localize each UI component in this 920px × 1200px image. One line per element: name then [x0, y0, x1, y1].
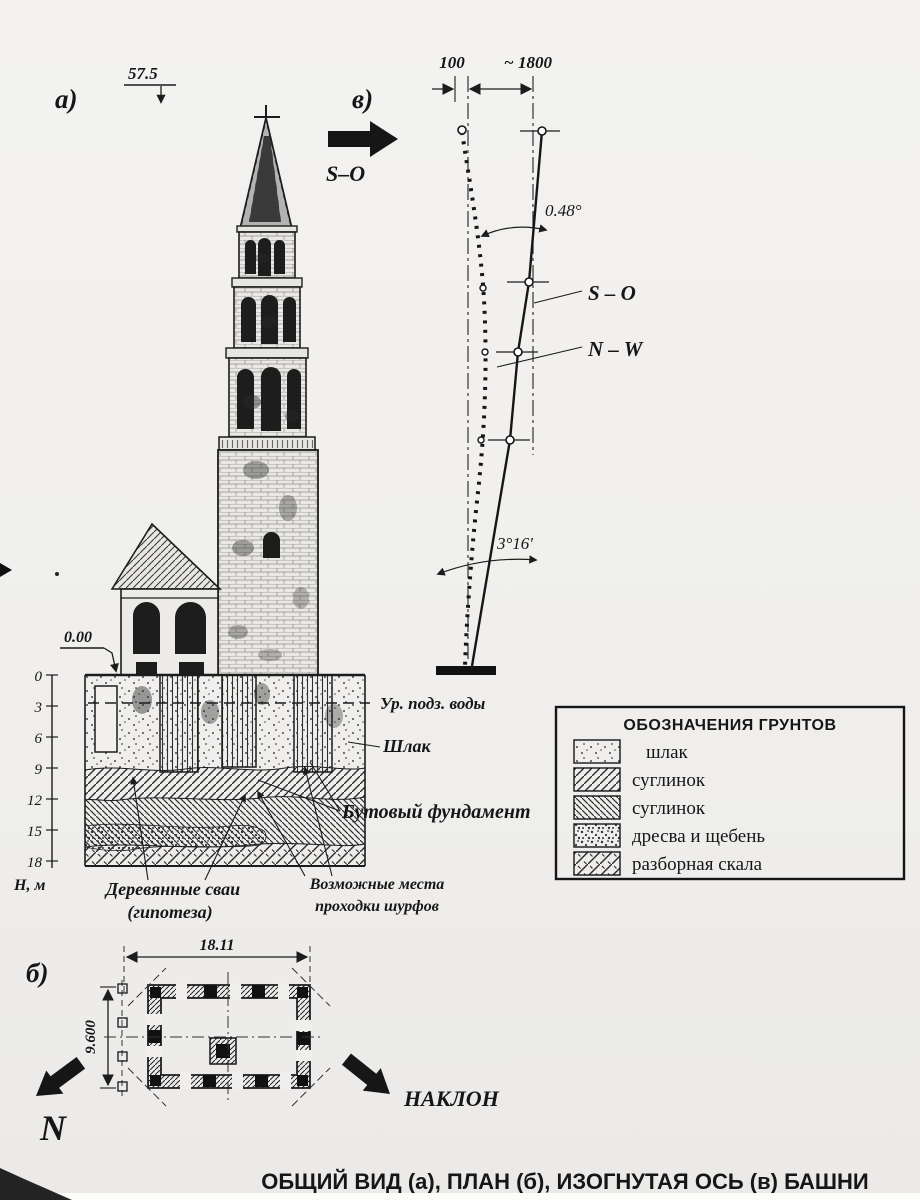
plan-panel: б) 18.11 9.600	[26, 937, 500, 1148]
pits-label-line1: Возможные места	[309, 876, 445, 893]
axis-line-so	[470, 130, 544, 667]
tilt-label: НАКЛОН	[403, 1086, 500, 1111]
zero-level-value: 0.00	[64, 629, 92, 646]
scan-bottom-strip	[0, 1193, 920, 1200]
depth-tick-9: 9	[35, 762, 43, 778]
panel-a-label: а)	[55, 84, 78, 114]
depth-tick-18: 18	[27, 855, 43, 871]
plan-walls	[146, 983, 312, 1089]
bent-axis-panel: в) 100 ~ 1800	[352, 53, 644, 675]
north-label: N	[39, 1108, 68, 1148]
axis-top-dimensions: 100 ~ 1800	[432, 53, 552, 660]
legend-label-rock: разборная скала	[632, 854, 763, 875]
plan-width-value: 18.11	[199, 937, 234, 954]
angle-bottom-value: 3°16′	[496, 534, 533, 553]
legend-label-slag: шлак	[646, 742, 689, 763]
height-mark: 57.5	[124, 64, 176, 104]
pits-label-line2: проходки шурфов	[315, 898, 439, 915]
legend-row-loam2: суглинок	[573, 795, 706, 820]
dim-1800: ~ 1800	[504, 53, 552, 72]
height-mark-value: 57.5	[128, 64, 158, 83]
legend-row-rock: разборная скала	[573, 851, 763, 876]
scan-speck	[55, 572, 59, 576]
foundation-label: Бутовый фундамент	[341, 801, 531, 823]
axis-line-labels: S – O N – W	[496, 281, 644, 368]
tilt-arrow: НАКЛОН	[341, 1053, 500, 1111]
legend-box	[554, 705, 906, 881]
plan-pilaster-squares	[117, 983, 128, 1092]
tower-spire	[238, 105, 294, 230]
groundwater-label: Ур. подз. воды	[380, 694, 486, 713]
layer-loam-1	[85, 766, 365, 801]
angle-top-value: 0.48°	[545, 201, 582, 220]
axis-label-so: S – O	[588, 281, 636, 305]
piles-label-line1: Деревянные сваи	[104, 879, 240, 899]
depth-tick-3: 3	[34, 700, 43, 716]
tower-elevation	[110, 105, 319, 676]
scan-edge-mark	[0, 563, 12, 577]
plan-depth-value: 9.600	[83, 1020, 99, 1054]
soil-legend: ОБОЗНАЧЕНИЯ ГРУНТОВ шлак суглинок суглин…	[554, 705, 906, 881]
depth-tick-6: 6	[35, 731, 43, 747]
figure-caption: ОБЩИЙ ВИД (а), ПЛАН (б), ИЗОГНУТАЯ ОСЬ (…	[261, 1169, 869, 1194]
masonry-blotches	[228, 253, 309, 661]
panel-b-label: б)	[26, 958, 48, 988]
tower-cornice-2	[225, 347, 309, 359]
axis-angle-bottom: 3°16′	[436, 534, 538, 576]
depth-tick-0: 0	[35, 669, 43, 685]
tower-tier-2	[233, 286, 301, 349]
dim-100: 100	[439, 53, 465, 72]
panel-v-label: в)	[352, 84, 373, 114]
tower-cornice-1	[231, 277, 303, 288]
section-annotations: Ур. подз. воды Шлак Бутовый фундамент Де…	[104, 694, 531, 923]
foundation-piers	[159, 674, 333, 773]
slag-label: Шлак	[382, 736, 432, 756]
axis-nodes	[457, 125, 560, 445]
direction-arrow-label: S–O	[326, 161, 365, 186]
piles-label-line2: (гипотеза)	[127, 902, 212, 923]
legend-label-loam2: суглинок	[632, 798, 706, 819]
depth-tick-15: 15	[27, 824, 43, 840]
church-building	[110, 522, 222, 676]
church-roof	[110, 522, 222, 590]
legend-label-loam1: суглинок	[632, 770, 706, 791]
tower-cornice-0	[236, 225, 298, 233]
scan-corner-shadow	[0, 1168, 72, 1200]
tower-tier-3	[228, 357, 307, 438]
north-arrow: N	[36, 1057, 86, 1148]
depth-scale: 0 3 6 9 12 15 18 Н, м	[13, 669, 58, 894]
legend-row-loam1: суглинок	[573, 767, 706, 792]
direction-arrow: S–O	[326, 121, 398, 186]
elevation-panel: а) 57.5 S–O	[55, 64, 398, 676]
exploration-pit	[94, 685, 118, 753]
legend-row-slag: шлак	[573, 739, 689, 764]
ground-section: 0 3 6 9 12 15 18 Н, м Ур. подз. воды Шла…	[13, 669, 531, 923]
axis-label-nw: N – W	[587, 337, 644, 361]
legend-label-gravel: дресва и щебень	[632, 826, 765, 847]
layer-rock	[85, 843, 365, 866]
plan-width-dimension: 18.11	[123, 937, 311, 992]
legend-row-gravel: дресва и щебень	[573, 823, 765, 848]
zero-level-mark: 0.00	[60, 629, 119, 673]
tower-cornice-3	[218, 436, 316, 451]
plan-centerlines	[104, 967, 331, 1107]
legend-title: ОБОЗНАЧЕНИЯ ГРУНТОВ	[623, 717, 836, 734]
depth-axis-unit: Н, м	[13, 877, 45, 894]
tower-shaft	[217, 449, 319, 676]
axis-base	[436, 666, 496, 675]
axis-angle-top: 0.48°	[480, 201, 582, 238]
depth-tick-12: 12	[27, 793, 43, 809]
axis-curve-nw	[460, 131, 488, 667]
